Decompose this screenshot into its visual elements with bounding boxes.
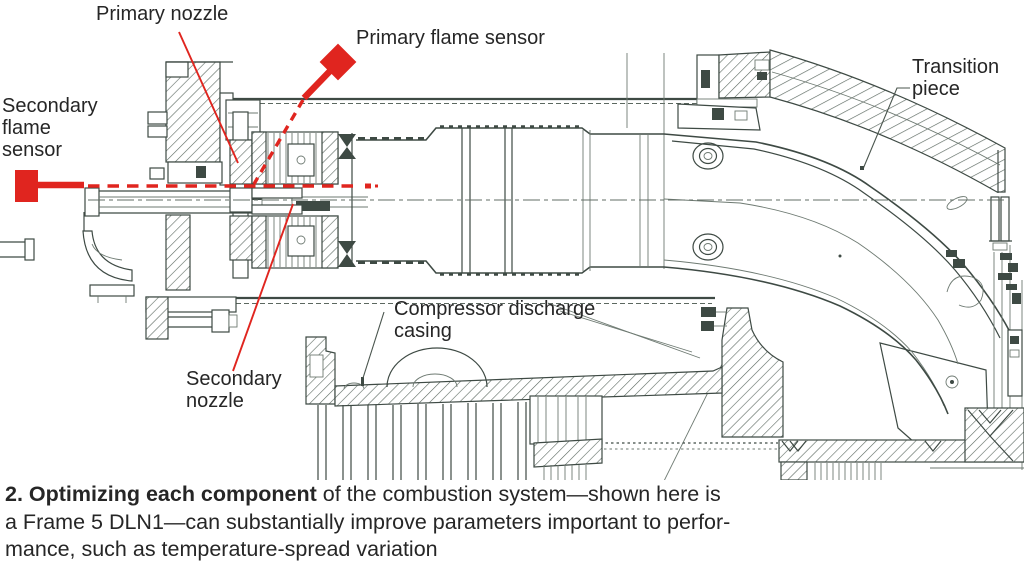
caption-line-1: 2. Optimizing each component of the comb… [5, 481, 1019, 509]
nozzle-assembly [229, 131, 339, 269]
fuel-tube [84, 187, 368, 217]
compressor-discharge-casing-label: Compressor discharge casing [394, 298, 596, 342]
caption-line-3: mance, such as temperature-spread variat… [5, 537, 438, 561]
bleed-port [529, 395, 603, 480]
primary-flame-sensor-label: Primary flame sensor [356, 27, 545, 49]
combustion-casing-bottom-line [170, 296, 715, 304]
support-strut [600, 307, 784, 450]
mounting-studs [626, 53, 665, 269]
transition-piece-label: Transition piece [912, 56, 1000, 100]
liner-clamp [677, 51, 771, 131]
secondary-flame-sensor-arrow [15, 170, 378, 202]
secondary-flame-sensor-label: Secondary flame sensor [2, 95, 98, 161]
label-leaders [362, 87, 910, 379]
primary-nozzle-leader [178, 31, 239, 164]
figure-caption: 2. Optimizing each component of the comb… [5, 481, 1019, 564]
primary-nozzle-label: Primary nozzle [96, 3, 229, 25]
caption-lead: 2. Optimizing each component [5, 482, 317, 506]
combustion-liner [338, 125, 664, 276]
transition-piece-duct [663, 133, 1011, 459]
combustion-casing-top-line [218, 97, 700, 104]
secondary-nozzle-label: Secondary nozzle [186, 368, 282, 412]
diffuser-vanes [317, 402, 527, 480]
caption-line1-rest: of the combustion system—shown here is [316, 482, 721, 506]
turbine-inlet-hardware [946, 196, 1024, 470]
compressor-discharge-casing [305, 336, 723, 480]
caption-line-2: a Frame 5 DLN1—can substantially improve… [5, 509, 731, 534]
liner-stop-bolt [692, 142, 724, 261]
secondary-nozzle-leader [232, 203, 294, 372]
turbine-casing-band [769, 49, 1006, 193]
turbine-shell-band [778, 439, 1024, 480]
red-annotations [15, 31, 378, 372]
primary-flame-sensor-arrow [252, 43, 357, 185]
engineering-drawing [0, 31, 1024, 480]
